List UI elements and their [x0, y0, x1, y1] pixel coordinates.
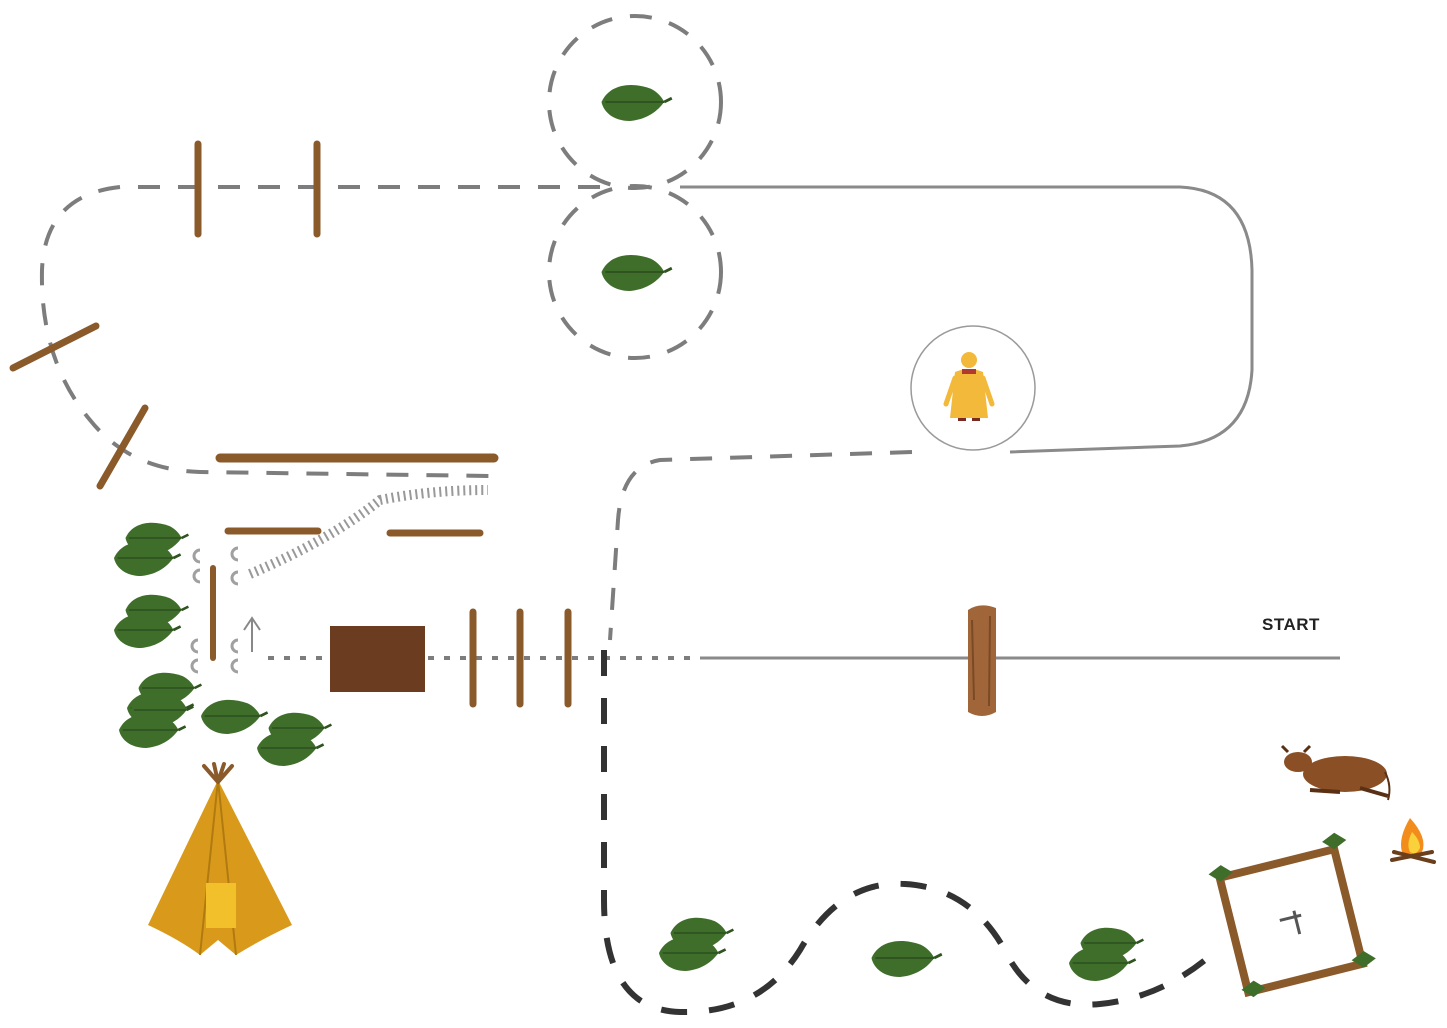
- log-group-top: [9, 140, 572, 708]
- brown-block: [330, 626, 425, 692]
- footprint-icon: [190, 638, 199, 654]
- footprint-icon: [192, 548, 201, 564]
- cow-icon: [1280, 744, 1391, 801]
- footprint-icon: [230, 638, 239, 654]
- person-icon: [943, 352, 995, 421]
- leaf-icon: [199, 698, 269, 736]
- tree-stump-icon: [968, 605, 996, 716]
- footprint-icon: [192, 568, 201, 584]
- start-label: START: [1262, 615, 1320, 634]
- leaf-circle-lower: [547, 184, 723, 360]
- footprint-icon: [230, 658, 239, 674]
- dashed-return-path: [608, 450, 913, 641]
- footprint-icon: [230, 546, 239, 562]
- leaf-icon: [114, 595, 188, 648]
- leaf-icon: [114, 523, 188, 576]
- leaf-icon: [600, 83, 674, 123]
- leaf-icon: [600, 253, 674, 293]
- arrow-up-icon: [243, 616, 261, 652]
- log-icon: [9, 322, 100, 372]
- leaf-icon: [257, 713, 331, 766]
- footprint-group: [190, 546, 239, 674]
- stake-marker: [1279, 910, 1302, 935]
- person-marker: [910, 325, 1036, 451]
- log-icon: [96, 404, 149, 490]
- footprint-icon: [230, 570, 239, 586]
- leaf-icon: [1069, 928, 1143, 981]
- tent-door: [206, 883, 236, 928]
- upper-loop-line: [680, 185, 1254, 454]
- campfire-icon: [1390, 818, 1436, 864]
- bottom-snake-path: [601, 650, 1212, 1016]
- top-left-dashed-loop: [39, 185, 600, 478]
- log-square: [1208, 832, 1376, 998]
- tent-icon: [148, 762, 292, 956]
- footprint-icon: [190, 658, 199, 674]
- leaf-icon: [659, 918, 733, 971]
- leaf-icon: [870, 939, 944, 979]
